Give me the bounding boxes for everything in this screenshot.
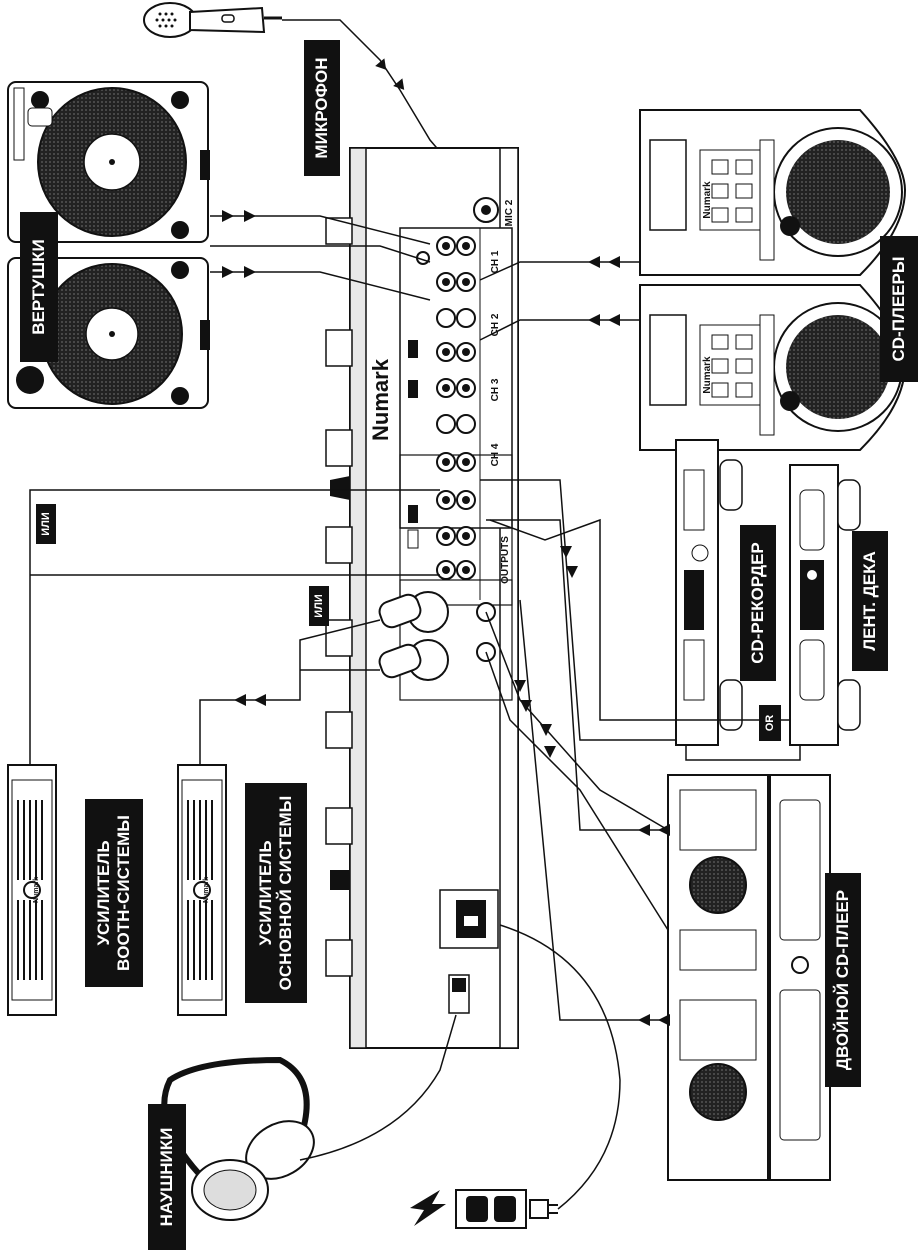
dual-cd-arrows	[514, 680, 670, 1026]
mixer-mic2-label: MIC 2	[504, 199, 515, 226]
headphones-device	[164, 1060, 324, 1220]
cd-recorder-device	[676, 440, 742, 745]
label-or-en: OR	[759, 705, 781, 741]
mixer-device	[326, 148, 518, 1048]
label-or-1: ИЛИ	[36, 504, 56, 544]
label-main-amp-line2: ОСНОВНОЙ СИСТЕМЫ	[276, 796, 296, 991]
cd-arrows	[588, 256, 620, 326]
cd-player-1	[640, 110, 905, 275]
label-headphones: НАУШНИКИ	[148, 1104, 186, 1250]
booth-amp-device	[8, 765, 56, 1015]
label-main-amp-line1: УСИЛИТЕЛЬ	[256, 840, 276, 945]
lightning-icon	[410, 1190, 446, 1226]
cd-player-2	[640, 285, 905, 450]
mixer-brand: Numark	[368, 358, 393, 441]
cd-brand-2: Numark	[702, 356, 713, 394]
power-outlet	[456, 1190, 558, 1228]
label-or-2: ИЛИ	[309, 586, 329, 626]
dual-cd-player-device	[668, 775, 830, 1180]
tape-deck-device	[790, 465, 860, 745]
main-amp-device	[178, 765, 226, 1015]
amp-brand-2: Numark	[203, 877, 210, 903]
label-booth-amp-line1: УСИЛИТЕЛЬ	[94, 840, 114, 945]
label-booth-amp: УСИЛИТЕЛЬ BOOTH-СИСТЕМЫ	[85, 799, 143, 987]
cd-brand-1: Numark	[702, 181, 713, 219]
knob	[330, 476, 350, 500]
label-cd-players: CD-ПЛЕЕРЫ	[880, 236, 918, 382]
label-turntables: ВЕРТУШКИ	[20, 212, 58, 362]
label-microphone: МИКРОФОН	[304, 40, 340, 176]
label-tape-deck: ЛЕНТ. ДЕКА	[852, 531, 888, 671]
ch3-label: CH 3	[490, 378, 501, 401]
ch1-label: CH 1	[490, 250, 501, 273]
mixer-outputs-label: OUTPUTS	[500, 536, 511, 584]
label-main-amp: УСИЛИТЕЛЬ ОСНОВНОЙ СИСТЕМЫ	[245, 783, 307, 1003]
microphone-device	[144, 3, 282, 37]
turntable-arrows	[222, 210, 256, 278]
ch4-label: CH 4	[490, 443, 501, 466]
label-cd-recorder: CD-РЕКОРДЕР	[740, 525, 776, 681]
label-dual-cd-player: ДВОЙНОЙ CD-ПЛЕЕР	[825, 873, 861, 1087]
label-booth-amp-line2: BOOTH-СИСТЕМЫ	[114, 815, 134, 971]
amp-brand-1: Numark	[33, 877, 40, 903]
